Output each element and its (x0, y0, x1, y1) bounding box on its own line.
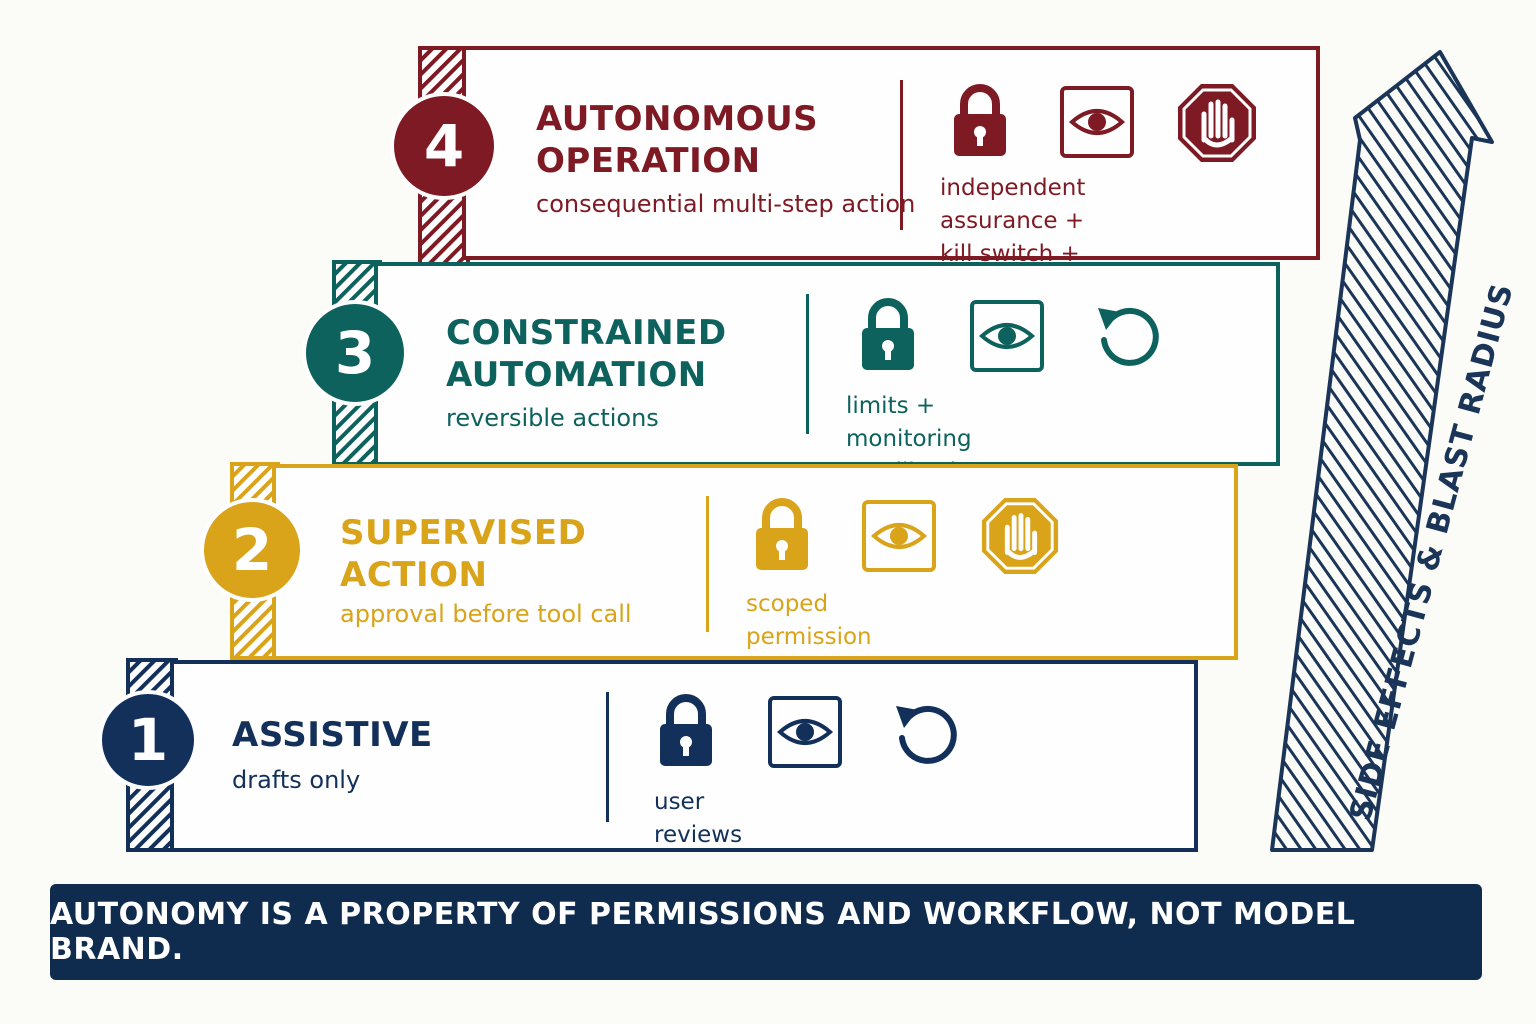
lock-icon (954, 84, 1006, 156)
stop-hand-icon (981, 497, 1059, 575)
eye-icon (768, 696, 842, 768)
level-2-subtitle: approval before tool call (340, 600, 632, 628)
level-3-badge: 3 (302, 300, 408, 406)
level-1-badge: 1 (98, 690, 198, 790)
rollback-icon (896, 705, 957, 764)
level-2-divider (706, 496, 709, 632)
level-4-subtitle: consequential multi-step action (536, 190, 916, 218)
lock-icon (660, 694, 712, 766)
level-3-title: CONSTRAINED AUTOMATION (446, 313, 727, 395)
lock-icon (862, 298, 914, 370)
stop-hand-icon (1178, 84, 1256, 162)
level-1-divider (606, 692, 609, 822)
level-1-subtitle: drafts only (232, 766, 361, 794)
level-3-subtitle: reversible actions (446, 404, 659, 432)
level-4-badge: 4 (390, 92, 498, 200)
lock-icon (756, 498, 808, 570)
level-2-badge: 2 (200, 498, 304, 602)
footer-text: AUTONOMY IS A PROPERTY OF PERMISSIONS AN… (50, 897, 1356, 967)
level-4-divider (900, 80, 903, 230)
footer-banner: AUTONOMY IS A PROPERTY OF PERMISSIONS AN… (50, 884, 1482, 980)
level-2-card (272, 464, 1238, 660)
eye-icon (862, 500, 936, 572)
level-1-controls: user reviews (654, 789, 743, 848)
level-3-divider (806, 294, 809, 434)
level-1-title: ASSISTIVE (232, 715, 433, 755)
blast-radius-arrow (1270, 50, 1494, 852)
level-3-card (374, 262, 1280, 466)
eye-icon (970, 300, 1044, 372)
level-4-title: AUTONOMOUS OPERATION (536, 99, 819, 181)
rollback-icon (1098, 307, 1159, 366)
level-4-card (462, 46, 1320, 260)
level-2-title: SUPERVISED ACTION (340, 513, 587, 595)
eye-icon (1060, 86, 1134, 158)
